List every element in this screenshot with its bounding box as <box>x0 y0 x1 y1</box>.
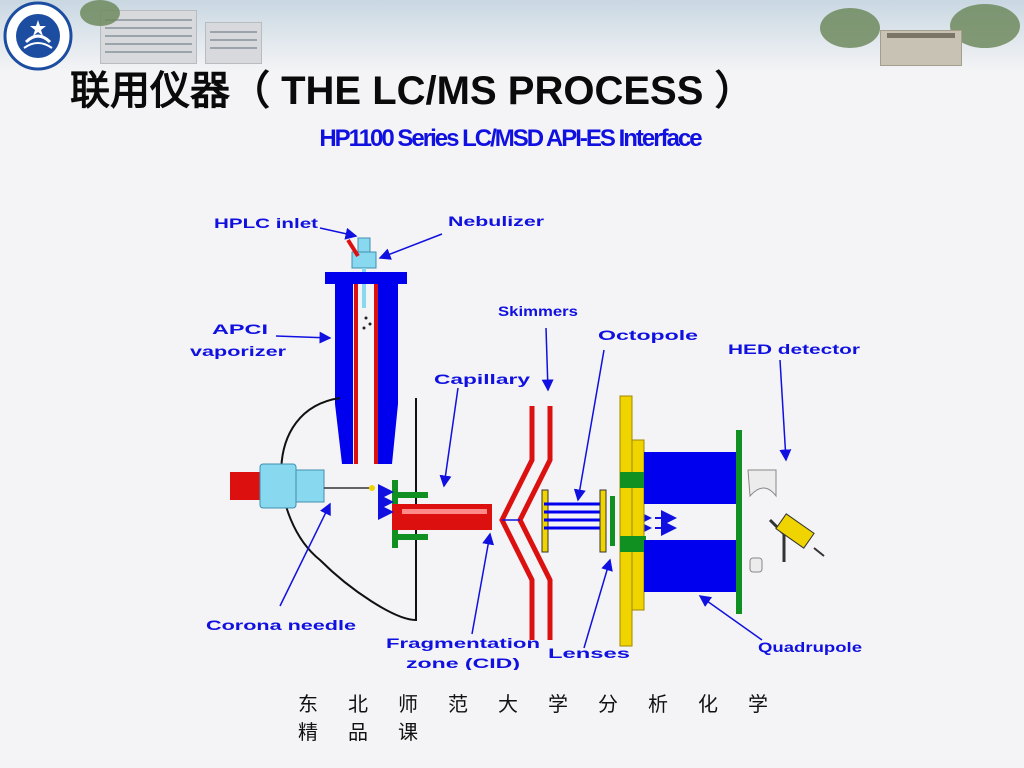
university-seal <box>3 1 73 71</box>
label-octopole: Octopole <box>598 327 698 343</box>
label-nebulizer: Nebulizer <box>448 213 545 229</box>
tree-left <box>80 0 120 26</box>
label-fragmentation-zone-line2: zone (CID) <box>406 655 520 670</box>
lenses <box>599 489 615 553</box>
label-skimmers: Skimmers <box>498 303 578 319</box>
label-apci-vaporizer-line1: APCI <box>212 321 268 337</box>
callout-arrows <box>275 227 792 649</box>
capillary <box>392 480 492 548</box>
footer-line-2: 精品课 <box>298 720 448 744</box>
header-banner <box>0 0 1024 72</box>
hed-detector <box>747 469 825 573</box>
label-quadrupole: Quadrupole <box>758 639 862 655</box>
label-corona-needle: Corona needle <box>206 617 356 633</box>
label-hplc-inlet: HPLC inlet <box>214 215 318 231</box>
diagram-subtitle: HP1100 Series LC/MSD API-ES Interface <box>319 125 702 152</box>
campus-building-middle <box>205 22 262 64</box>
quadrupole <box>619 395 742 647</box>
lcms-process-diagram: HPLC inlet Nebulizer APCI vaporizer Skim… <box>190 213 862 670</box>
label-apci-vaporizer-line2: vaporizer <box>190 343 287 359</box>
tree-right-1 <box>820 8 880 48</box>
spray-chamber-outline <box>280 397 417 622</box>
label-lenses: Lenses <box>548 645 630 661</box>
corona-needle-assembly <box>230 463 375 509</box>
label-fragmentation-zone-line1: Fragmentation <box>386 635 540 651</box>
label-hed-detector: HED detector <box>728 341 861 357</box>
footer-line-1: 东北师范大学分析化学 <box>298 692 798 716</box>
apci-vaporizer <box>325 272 407 464</box>
page-title: 联用仪器（ THE LC/MS PROCESS ） <box>70 69 755 113</box>
course-footer: 东北师范大学分析化学 精品课 <box>298 690 798 746</box>
octopole <box>544 502 600 530</box>
campus-gate <box>880 30 962 66</box>
skimmers <box>499 406 553 640</box>
label-capillary: Capillary <box>434 371 530 387</box>
